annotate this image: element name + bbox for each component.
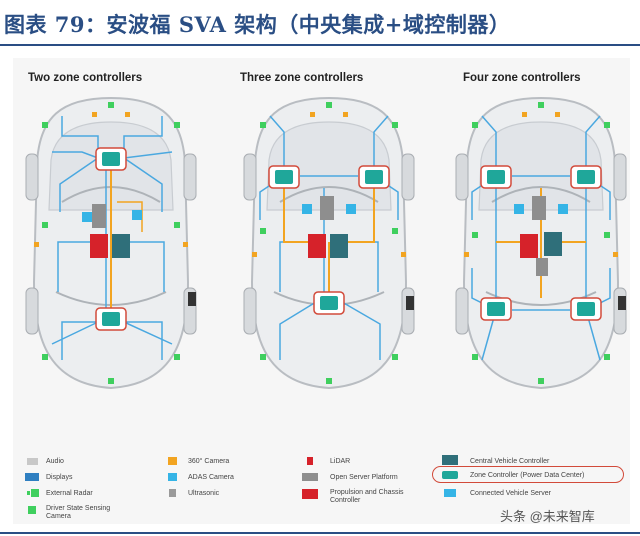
legend-open-server-platform: Open Server Platform [330, 474, 398, 481]
title-underline [0, 44, 640, 46]
camera-360-icon [168, 457, 177, 465]
chassis-controller-icon [302, 489, 318, 499]
watermark: 头条 @未来智库 [500, 509, 595, 524]
legend-adas-camera: ADAS Camera [188, 474, 234, 481]
legend-lidar: LiDAR [330, 458, 351, 465]
connected-server-icon [444, 489, 456, 497]
radar-icon [27, 489, 39, 497]
legend-audio: Audio [46, 458, 64, 465]
zone-controller-icon [442, 471, 458, 479]
car-diagram-two-zone [25, 96, 197, 390]
label-four-zone: Four zone controllers [463, 72, 581, 84]
car-diagram-three-zone [243, 96, 415, 390]
server-icon [302, 473, 318, 481]
legend-central-vehicle-controller: Central Vehicle Controller [470, 458, 550, 465]
lidar-icon [307, 457, 313, 465]
speaker-icon [27, 458, 38, 465]
label-two-zone: Two zone controllers [28, 72, 143, 84]
legend-360-camera: 360° Camera [188, 458, 230, 465]
legend-external-radar: External Radar [46, 490, 93, 497]
camera-icon [28, 506, 36, 514]
legend-zone-controller: Zone Controller (Power Data Center) [470, 472, 585, 479]
adas-camera-icon [168, 473, 177, 481]
car-diagram-four-zone [455, 96, 627, 390]
central-controller-icon [442, 455, 458, 465]
title-bar: 图表 79：安波福 SVA 架构（中央集成+域控制器） [0, 0, 640, 46]
display-icon [25, 473, 39, 481]
ultrasonic-icon [169, 489, 176, 497]
figure-title: 图表 79：安波福 SVA 架构（中央集成+域控制器） [4, 12, 511, 37]
legend-propulsion-chassis: Propulsion and Chassis Controller [330, 489, 404, 504]
legend-displays: Displays [46, 474, 73, 481]
label-three-zone: Three zone controllers [240, 72, 364, 84]
zone-controller-highlight [432, 466, 624, 483]
legend-connected-vehicle-server: Connected Vehicle Server [470, 490, 551, 497]
legend-ultrasonic: Ultrasonic [188, 490, 220, 497]
bottom-rule [0, 532, 640, 534]
legend-driver-state-camera: Driver State Sensing Camera [46, 505, 111, 520]
